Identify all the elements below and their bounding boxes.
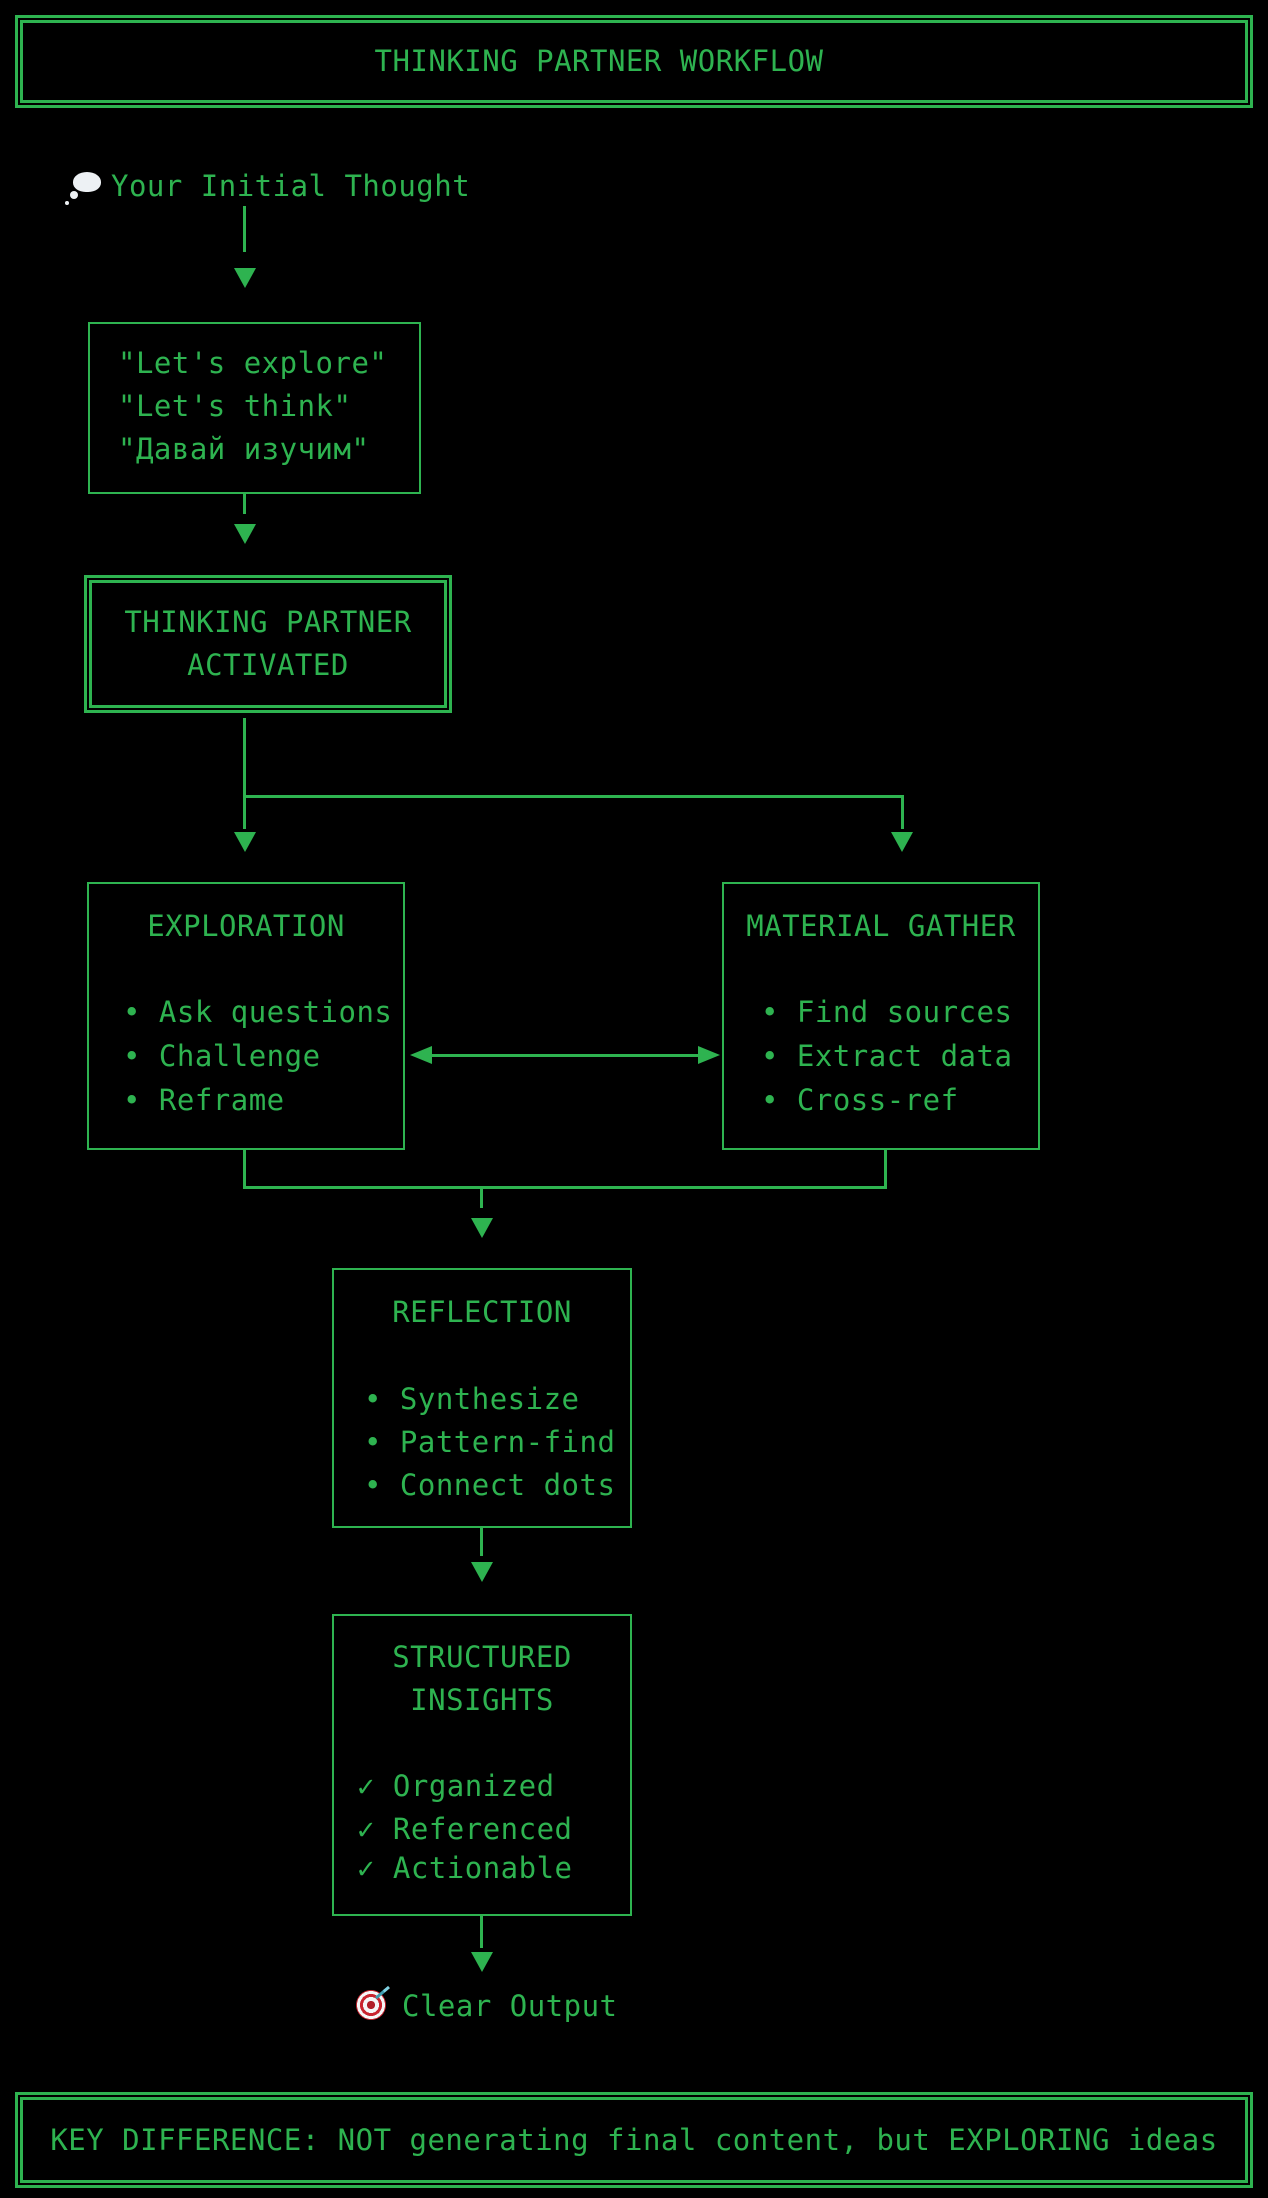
arrow-down-icon	[234, 268, 256, 288]
page-title: THINKING PARTNER WORKFLOW	[374, 44, 824, 78]
arrow-down-icon	[234, 524, 256, 544]
arrow-down-icon	[471, 1562, 493, 1582]
activation-line: THINKING PARTNER	[124, 605, 412, 639]
key-difference-banner: KEY DIFFERENCE: NOT generating final con…	[15, 2092, 1253, 2188]
sync-arrow-line	[430, 1054, 700, 1057]
exploration-item: • Ask questions	[123, 995, 393, 1029]
trigger-phrases-box: "Let's explore" "Let's think" "Давай изу…	[88, 322, 421, 494]
activation-line: ACTIVATED	[187, 648, 349, 682]
flow-line	[480, 1186, 483, 1208]
flow-line	[243, 718, 246, 798]
flow-line	[243, 795, 246, 829]
arrow-right-icon	[698, 1046, 720, 1064]
activation-box: THINKING PARTNER ACTIVATED	[84, 575, 452, 713]
exploration-box: EXPLORATION • Ask questions • Challenge …	[87, 882, 405, 1150]
trigger-phrase: "Let's explore"	[118, 346, 388, 380]
trigger-phrase: "Давай изучим"	[118, 432, 370, 466]
material-gather-item: • Find sources	[761, 995, 1013, 1029]
flow-line	[243, 206, 246, 252]
flow-line	[884, 1148, 887, 1188]
reflection-item: • Pattern-find	[364, 1425, 616, 1459]
exploration-item: • Challenge	[123, 1039, 321, 1073]
arrow-down-icon	[471, 1218, 493, 1238]
material-gather-item: • Cross-ref	[761, 1083, 959, 1117]
insights-item: ✓ Referenced	[357, 1812, 573, 1846]
merge-connector	[243, 1186, 887, 1189]
exploration-title: EXPLORATION	[147, 909, 345, 943]
workflow-title-banner: THINKING PARTNER WORKFLOW	[15, 15, 1253, 108]
insights-title-line: INSIGHTS	[410, 1683, 554, 1717]
arrow-down-icon	[471, 1952, 493, 1972]
reflection-item: • Synthesize	[364, 1382, 580, 1416]
reflection-title: REFLECTION	[392, 1295, 572, 1329]
insights-title-line: STRUCTURED	[392, 1640, 572, 1674]
flow-line	[243, 1148, 246, 1188]
arrow-left-icon	[410, 1046, 432, 1064]
material-gather-box: MATERIAL GATHER • Find sources • Extract…	[722, 882, 1040, 1150]
reflection-item: • Connect dots	[364, 1468, 616, 1502]
exploration-item: • Reframe	[123, 1083, 285, 1117]
trigger-phrase: "Let's think"	[118, 389, 352, 423]
material-gather-title: MATERIAL GATHER	[746, 909, 1016, 943]
insights-item: ✓ Organized	[357, 1769, 555, 1803]
reflection-box: REFLECTION • Synthesize • Pattern-find •…	[332, 1268, 632, 1528]
insights-item: ✓ Actionable	[357, 1851, 573, 1885]
clear-output-label: Clear Output	[402, 1989, 618, 2023]
arrow-down-icon	[891, 832, 913, 852]
material-gather-item: • Extract data	[761, 1039, 1013, 1073]
thought-balloon-icon	[65, 172, 101, 205]
flow-line	[480, 1526, 483, 1556]
flow-line	[480, 1914, 483, 1948]
key-difference-text: KEY DIFFERENCE: NOT generating final con…	[50, 2123, 1218, 2157]
structured-insights-box: STRUCTURED INSIGHTS ✓ Organized ✓ Refere…	[332, 1614, 632, 1916]
flow-line	[901, 795, 904, 829]
target-icon	[356, 1990, 386, 2020]
arrow-down-icon	[234, 832, 256, 852]
flow-line	[243, 492, 246, 514]
initial-thought-label: Your Initial Thought	[111, 169, 471, 203]
branch-connector	[243, 795, 904, 798]
